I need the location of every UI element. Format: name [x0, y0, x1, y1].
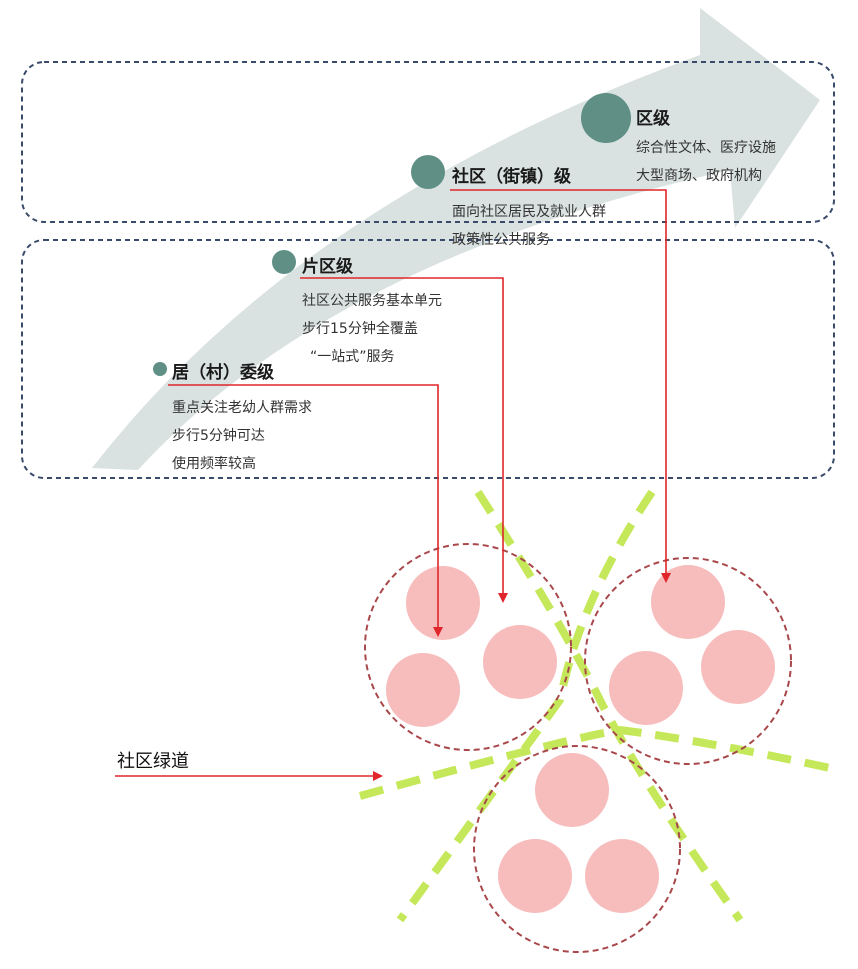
- cluster-right: [584, 557, 792, 765]
- cluster-bottom: [473, 745, 681, 953]
- facility-circle: [483, 625, 557, 699]
- node-residential-committee: [153, 362, 167, 376]
- facility-circle: [498, 839, 572, 913]
- lower-tier-box: [21, 239, 835, 479]
- greenway-line-3: [358, 725, 831, 800]
- level-2-line-1: 社区公共服务基本单元: [302, 292, 442, 309]
- cluster-left: [364, 543, 572, 751]
- level-2-title: 片区级: [302, 256, 353, 277]
- level-1-line-3: 使用频率较高: [172, 455, 256, 472]
- level-1-title: 居（村）委级: [172, 362, 274, 383]
- pointer-level-1: [168, 384, 443, 637]
- pointer-level-3: [450, 189, 671, 583]
- facility-circle: [701, 630, 775, 704]
- pointer-level-2: [300, 277, 508, 603]
- facility-circle: [535, 753, 609, 827]
- level-4-line-1: 综合性文体、医疗设施: [636, 140, 776, 156]
- level-1-line-1: 重点关注老幼人群需求: [172, 400, 312, 416]
- node-district-area: [272, 250, 296, 274]
- level-3-line-2: 政策性公共服务: [452, 231, 550, 248]
- node-community-street: [411, 155, 445, 189]
- upper-tier-box: [21, 61, 835, 223]
- cluster-ring: [364, 543, 572, 751]
- node-district-level: [581, 93, 631, 143]
- level-3-line-1: 面向社区居民及就业人群: [452, 204, 606, 220]
- level-1-line-2: 步行5分钟可达: [172, 427, 265, 444]
- facility-circle: [585, 839, 659, 913]
- facility-circle: [651, 565, 725, 639]
- level-4-line-2: 大型商场、政府机构: [636, 168, 762, 184]
- cluster-ring: [473, 745, 681, 953]
- greenway-lines: [358, 489, 831, 923]
- facility-circle: [406, 566, 480, 640]
- level-2-line-3: “一站式”服务: [310, 349, 395, 365]
- level-2-line-2: 步行15分钟全覆盖: [302, 320, 418, 337]
- greenway-line-1: [474, 489, 744, 923]
- cluster-ring: [584, 557, 792, 765]
- greenway-label: 社区绿道: [117, 751, 189, 772]
- level-3-title: 社区（街镇）级: [451, 166, 571, 187]
- growth-arrow: [92, 8, 820, 470]
- greenway-line-2: [396, 489, 656, 923]
- level-4-title: 区级: [636, 108, 670, 129]
- facility-circle: [386, 653, 460, 727]
- facility-circle: [609, 651, 683, 725]
